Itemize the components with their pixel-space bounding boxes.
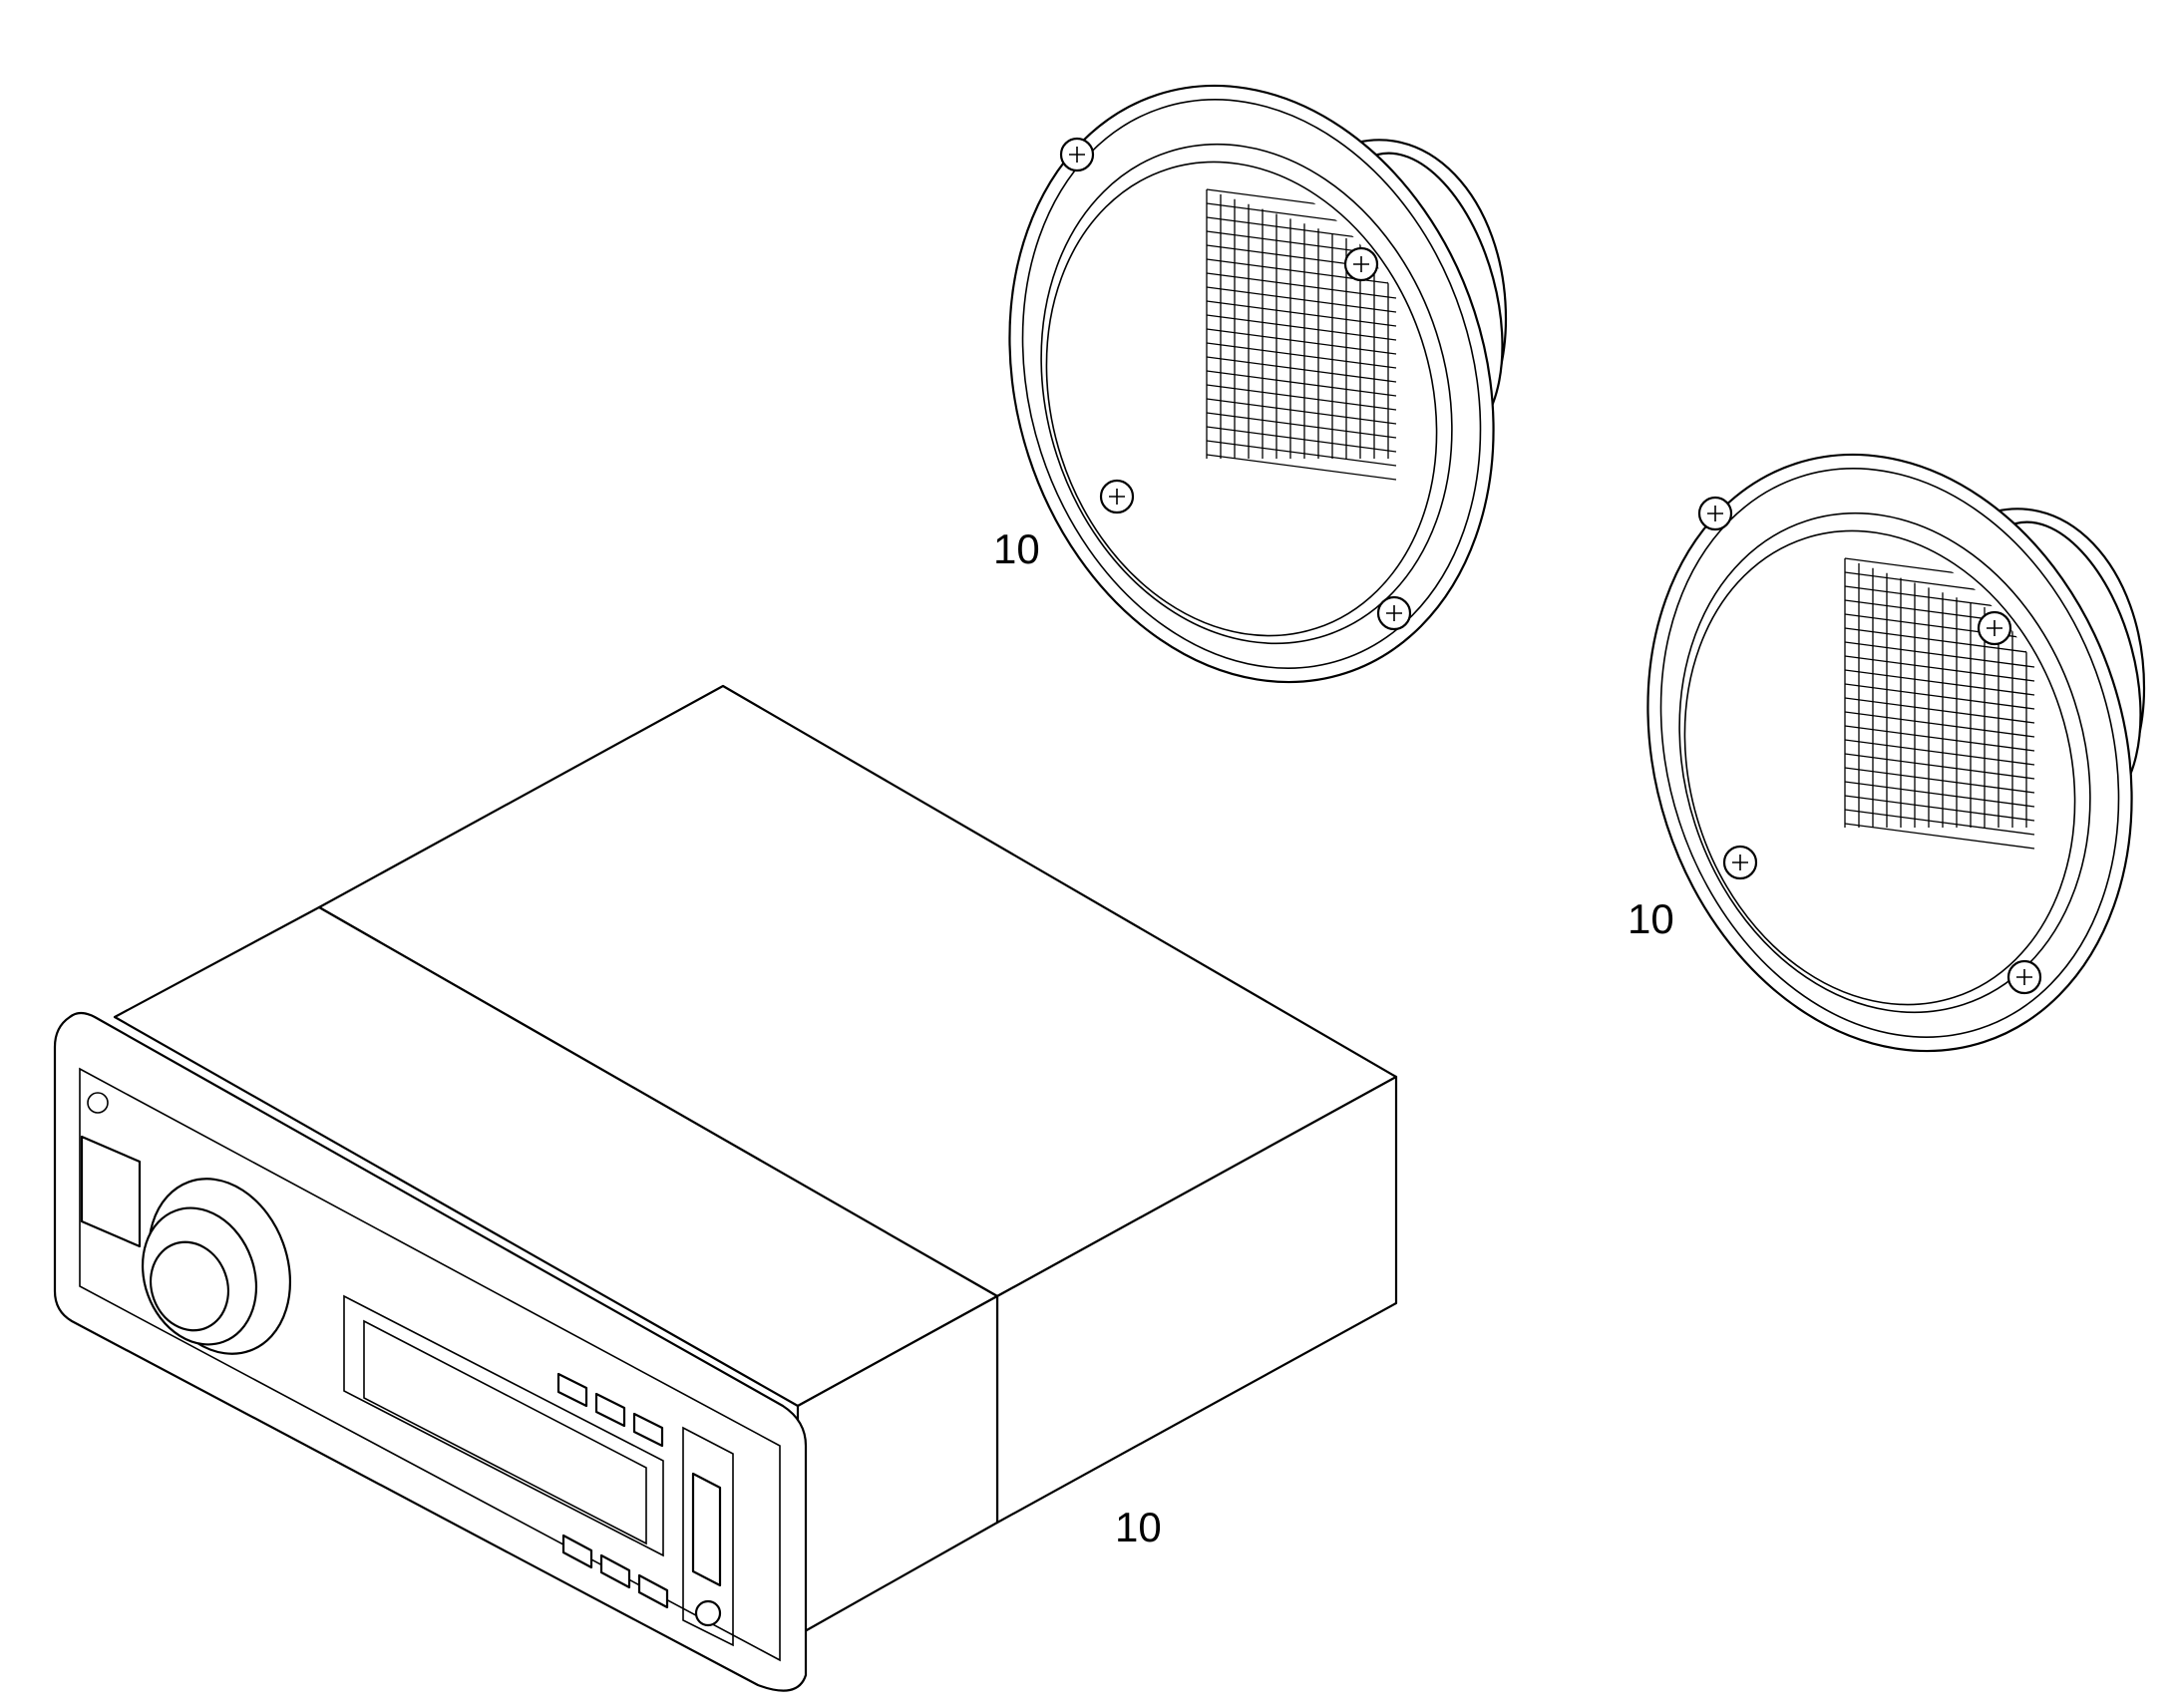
head-unit-aux-jack	[694, 1599, 722, 1627]
head-unit-bezel	[53, 1011, 808, 1692]
callout-speaker-left: 10	[993, 525, 1040, 572]
head-unit	[53, 684, 1398, 1692]
grille-line	[1844, 627, 2035, 654]
speaker-right-screw-4	[2006, 959, 2042, 995]
grille-line	[1844, 809, 2035, 836]
speaker-right	[1646, 453, 2146, 1053]
grille-line	[1844, 795, 2035, 822]
grille-line	[1206, 314, 1397, 341]
grille-line	[1206, 398, 1397, 425]
speaker-right-screw-3	[1722, 845, 1758, 880]
head-unit-display	[343, 1294, 664, 1557]
grille-line	[1206, 370, 1397, 397]
speaker-right-flange	[1646, 453, 2133, 1053]
callout-head-unit: 10	[1115, 1504, 1162, 1550]
grille-line	[1844, 669, 2035, 696]
grille-line	[1844, 655, 2035, 682]
speaker-top-screw-4	[1376, 595, 1412, 631]
grille-line	[1206, 272, 1397, 299]
head-unit-knob-cap	[150, 1240, 229, 1332]
speaker-top	[1008, 84, 1508, 684]
grille-line	[1844, 683, 2035, 710]
head-unit-card-slot	[691, 1472, 722, 1587]
grille-line	[1206, 356, 1397, 383]
speaker-top-screw-1	[1059, 137, 1095, 172]
grille-line	[1844, 767, 2035, 794]
grille-line	[1206, 412, 1397, 439]
grille-line	[1844, 781, 2035, 808]
head-unit-release-button	[80, 1135, 142, 1248]
grille-line	[1206, 342, 1397, 369]
grille-line	[1844, 739, 2035, 766]
grille-line	[1844, 697, 2035, 724]
speaker-top-flange	[1008, 84, 1495, 684]
grille-line	[1844, 753, 2035, 780]
callout-speaker-right: 10	[1628, 895, 1674, 942]
grille-line	[1206, 426, 1397, 453]
speaker-right-screw-2	[1977, 610, 2012, 646]
speaker-top-screw-3	[1099, 479, 1135, 514]
grille-line	[1206, 454, 1397, 481]
speaker-top-screw-2	[1343, 246, 1379, 282]
grille-line	[1206, 384, 1397, 411]
head-unit-side-panel	[682, 1426, 734, 1647]
grille-line	[1844, 641, 2035, 668]
grille-line	[1844, 823, 2035, 850]
head-unit-preset-buttons-upper	[556, 1372, 664, 1448]
grille-line	[1844, 725, 2035, 752]
grille-line	[1206, 300, 1397, 327]
head-unit-indicator	[87, 1092, 109, 1114]
speaker-right-screw-1	[1697, 496, 1733, 531]
grille-line	[1206, 440, 1397, 467]
grille-line	[1206, 328, 1397, 355]
grille-line	[1844, 711, 2035, 738]
grille-line	[1206, 286, 1397, 313]
head-unit-preset-buttons-lower	[561, 1534, 669, 1609]
